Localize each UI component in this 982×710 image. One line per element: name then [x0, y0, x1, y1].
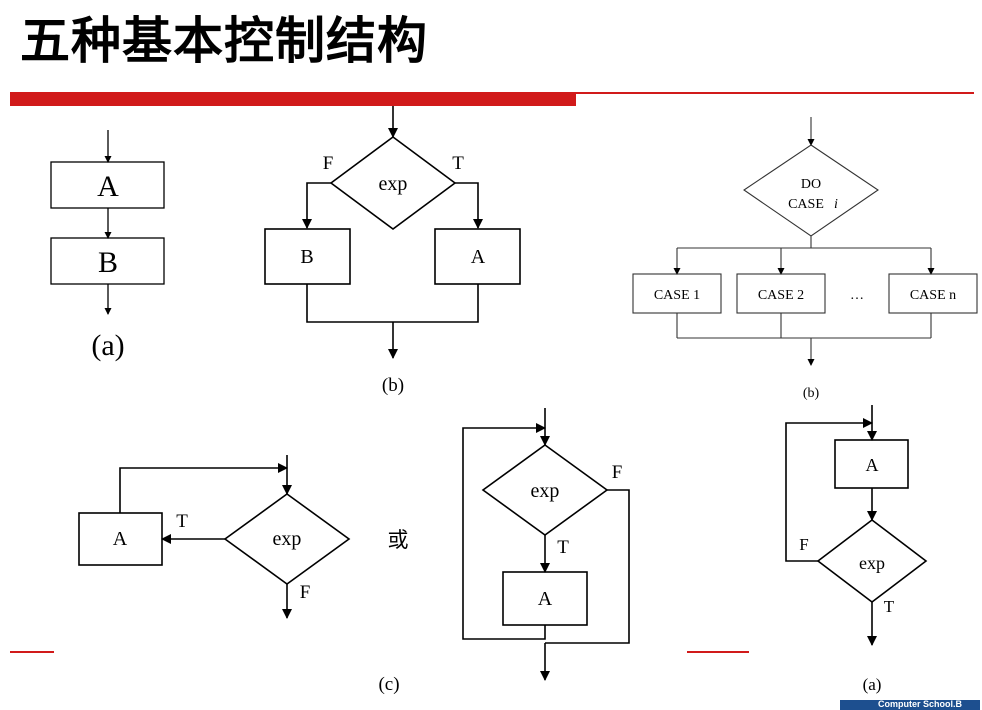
if-else-structure [264, 106, 521, 359]
dountil-true-label: T [884, 597, 895, 616]
ifelse-cond: exp [379, 173, 408, 195]
dountil-caption: (a) [863, 675, 882, 694]
footer-logo-bar [840, 700, 980, 710]
ifelse-false-label: F [323, 153, 334, 174]
while-caption: (c) [378, 674, 399, 695]
seq-caption: (a) [91, 329, 124, 362]
while-structure-1 [78, 455, 351, 619]
dountil-cond: exp [859, 553, 885, 573]
sequence-structure [50, 130, 165, 315]
slide-title: 五种基本控制结构 [20, 12, 428, 70]
title-red-bar [10, 92, 576, 106]
case-ellipsis: … [850, 288, 864, 303]
ifelse-decision [329, 136, 457, 230]
ifelse-box-b-label: B [300, 246, 313, 268]
case-1-label: CASE 1 [654, 288, 700, 303]
while1-false-label: F [300, 582, 311, 603]
case-n-label: CASE n [910, 288, 956, 303]
while2-cond: exp [531, 480, 560, 502]
while1-true-label: T [176, 511, 188, 532]
while1-cond: exp [273, 528, 302, 550]
while1-box-label: A [113, 528, 128, 550]
seq-label-b: B [98, 246, 118, 279]
dountil-box-label: A [866, 455, 879, 475]
ifelse-box-a-label: A [471, 246, 486, 268]
switch-cond-line1: DO [801, 177, 821, 192]
ifelse-caption: (b) [382, 375, 404, 396]
while2-box-label: A [538, 588, 553, 610]
or-text: 或 [388, 528, 409, 552]
case-2-label: CASE 2 [758, 288, 804, 303]
while-structure-2 [462, 408, 630, 681]
footer-text: Computer School.B [878, 699, 963, 709]
ifelse-true-label: T [452, 153, 464, 174]
switch-structure [632, 117, 978, 366]
seq-label-a: A [97, 170, 119, 203]
switch-cond-var: i [834, 197, 838, 212]
red-divider-right [687, 651, 749, 653]
while2-false-label: F [612, 462, 623, 483]
dountil-false-label: F [799, 535, 808, 554]
while2-true-label: T [557, 537, 569, 558]
case-n-box [888, 273, 978, 314]
switch-cond-line2: CASE [788, 197, 824, 212]
do-until-structure [785, 405, 928, 646]
red-divider-left [10, 651, 54, 653]
switch-caption: (b) [803, 386, 820, 401]
title-red-line [576, 92, 974, 94]
